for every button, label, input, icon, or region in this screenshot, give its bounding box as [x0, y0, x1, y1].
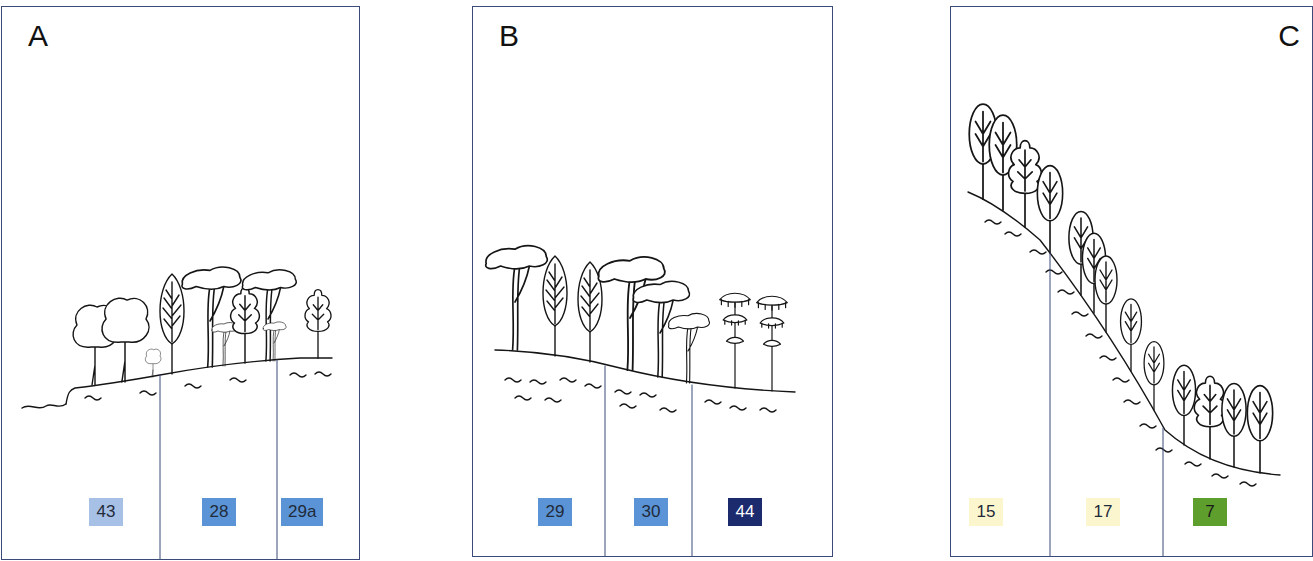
ground-line [66, 358, 332, 404]
trees [969, 104, 1272, 473]
ground-line [968, 192, 1280, 475]
zone-divider [277, 360, 278, 559]
zone-number-box: 15 [969, 498, 1003, 526]
zone-divider [160, 375, 161, 559]
ground-line [495, 350, 795, 392]
panel-letter: A [2, 7, 359, 53]
trees [73, 267, 331, 385]
profile-panel: A 43 28 29a [1, 6, 360, 560]
zone-number-box: 28 [202, 498, 236, 526]
zone-number-box: 29 [538, 498, 572, 526]
profile-a-drawing [22, 267, 332, 559]
profile-c-drawing [968, 104, 1280, 556]
panel-letter: B [473, 7, 832, 53]
water-line [22, 404, 66, 408]
callout-number: 17 [1093, 502, 1113, 522]
callout-number: 44 [735, 502, 755, 522]
callout-number: 15 [976, 502, 996, 522]
soil-marks [985, 220, 1256, 486]
soil-marks [85, 372, 331, 400]
callout-number: 29a [288, 502, 316, 522]
callout-number: 29 [545, 502, 565, 522]
profile-b-drawing [486, 246, 795, 556]
profile-panel: B 29 30 44 [472, 6, 833, 557]
callout-number: 30 [641, 502, 661, 522]
zone-number-box: 30 [634, 498, 668, 526]
zone-divider [605, 366, 606, 556]
callout-number: 28 [209, 502, 229, 522]
zone-divider [1163, 428, 1164, 556]
zone-number-box: 29a [281, 498, 323, 526]
zone-number-box: 44 [728, 498, 762, 526]
zone-number-box: 17 [1086, 498, 1120, 526]
zone-divider [692, 385, 693, 556]
panel-letter: C [951, 7, 1312, 53]
callout-number: 43 [96, 502, 116, 522]
zone-number-box: 43 [89, 498, 123, 526]
zone-number-box: 7 [1193, 498, 1227, 526]
callout-number: 7 [1200, 502, 1220, 522]
profile-panel: C 15 17 7 [950, 6, 1313, 557]
zone-divider [1050, 253, 1051, 556]
trees [486, 246, 788, 391]
